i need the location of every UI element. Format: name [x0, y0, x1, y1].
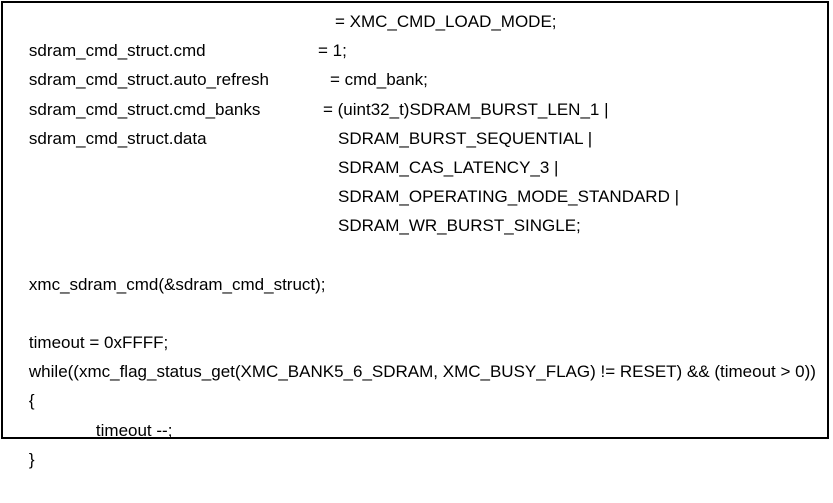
code-line-left: {	[28, 391, 35, 411]
code-line-left: xmc_sdram_cmd(&sdram_cmd_struct);	[28, 274, 326, 294]
code-line-right: SDRAM_OPERATING_MODE_STANDARD |	[338, 187, 680, 207]
code-line-left: sdram_cmd_struct.cmd_banks	[28, 99, 261, 119]
code-line-left: sdram_cmd_struct.auto_refresh	[28, 70, 269, 90]
code-line: sdram_cmd_struct.cmd = XMC_CMD_LOAD_MODE…	[10, 7, 827, 60]
code-line: SDRAM_OPERATING_MODE_STANDARD |	[10, 182, 827, 211]
code-line: xmc_sdram_cmd(&sdram_cmd_struct);	[10, 241, 827, 294]
code-line-left: timeout = 0xFFFF;	[28, 333, 169, 353]
code-line-right: SDRAM_CAS_LATENCY_3 |	[338, 157, 559, 177]
code-line-left: timeout --;	[95, 420, 173, 440]
code-line-left: sdram_cmd_struct.cmd	[28, 41, 206, 61]
code-line-right: = (uint32_t)SDRAM_BURST_LEN_1 |	[323, 99, 609, 119]
code-line: while((xmc_flag_status_get(XMC_BANK5_6_S…	[10, 328, 827, 381]
code-line: sdram_cmd_struct.data = (uint32_t)SDRAM_…	[10, 95, 827, 148]
code-line: timeout --;	[10, 386, 827, 440]
code-line-left: while((xmc_flag_status_get(XMC_BANK5_6_S…	[28, 362, 816, 382]
code-line-left: }	[28, 449, 35, 469]
code-line-right: = 1;	[318, 41, 347, 61]
code-line: SDRAM_CAS_LATENCY_3 |	[10, 153, 827, 182]
code-line-blank	[10, 270, 827, 299]
code-line: {	[10, 357, 827, 410]
code-line: sdram_cmd_struct.auto_refresh = 1;	[10, 36, 827, 89]
code-line: }	[10, 416, 827, 469]
code-line: sdram_cmd_struct.cmd_banks = cmd_bank;	[10, 65, 827, 118]
code-line-right: SDRAM_BURST_SEQUENTIAL |	[338, 128, 593, 148]
code-line-left: sdram_cmd_struct.data	[28, 128, 207, 148]
code-line: timeout = 0xFFFF;	[10, 299, 827, 352]
code-line-right: = cmd_bank;	[330, 70, 428, 90]
code-block: sdram_cmd_struct.cmd = XMC_CMD_LOAD_MODE…	[1, 1, 829, 469]
code-line: SDRAM_WR_BURST_SINGLE;	[10, 211, 827, 240]
code-line-right: SDRAM_WR_BURST_SINGLE;	[338, 216, 581, 236]
code-line: SDRAM_BURST_SEQUENTIAL |	[10, 124, 827, 153]
code-line-right: = XMC_CMD_LOAD_MODE;	[335, 12, 557, 31]
